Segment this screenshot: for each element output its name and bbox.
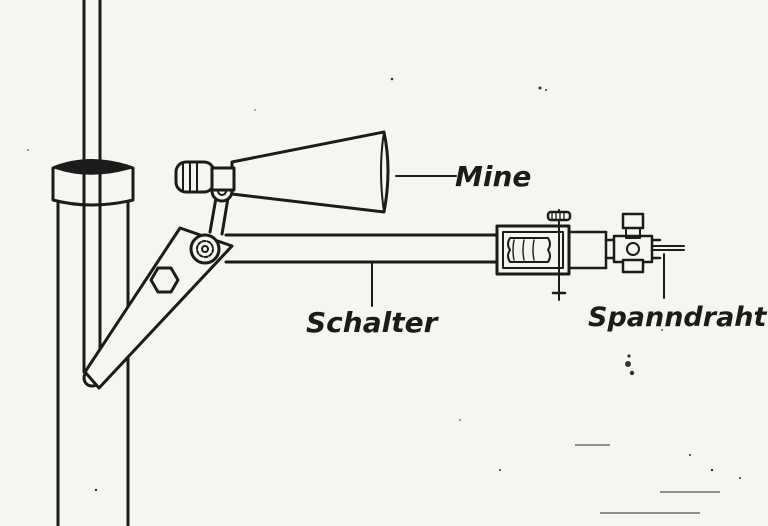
spanndraht-label: Spanndraht: [588, 302, 768, 333]
schalter-label: Schalter: [306, 306, 440, 339]
mine-label: Mine: [455, 160, 531, 193]
drawing-ink: [51, 0, 685, 526]
print-dashes: [575, 444, 720, 514]
post-collar: [51, 159, 135, 207]
hex-nut: [149, 266, 180, 294]
top-nut: [546, 209, 572, 227]
mine-fuse-head: [174, 160, 236, 194]
switch-arm: [224, 233, 499, 264]
switch-housing: [495, 215, 608, 301]
diagonal-bracket: [83, 226, 234, 390]
print-speckles: [27, 77, 741, 492]
mine-cone: [230, 130, 390, 214]
wire-clamp: [604, 212, 685, 274]
